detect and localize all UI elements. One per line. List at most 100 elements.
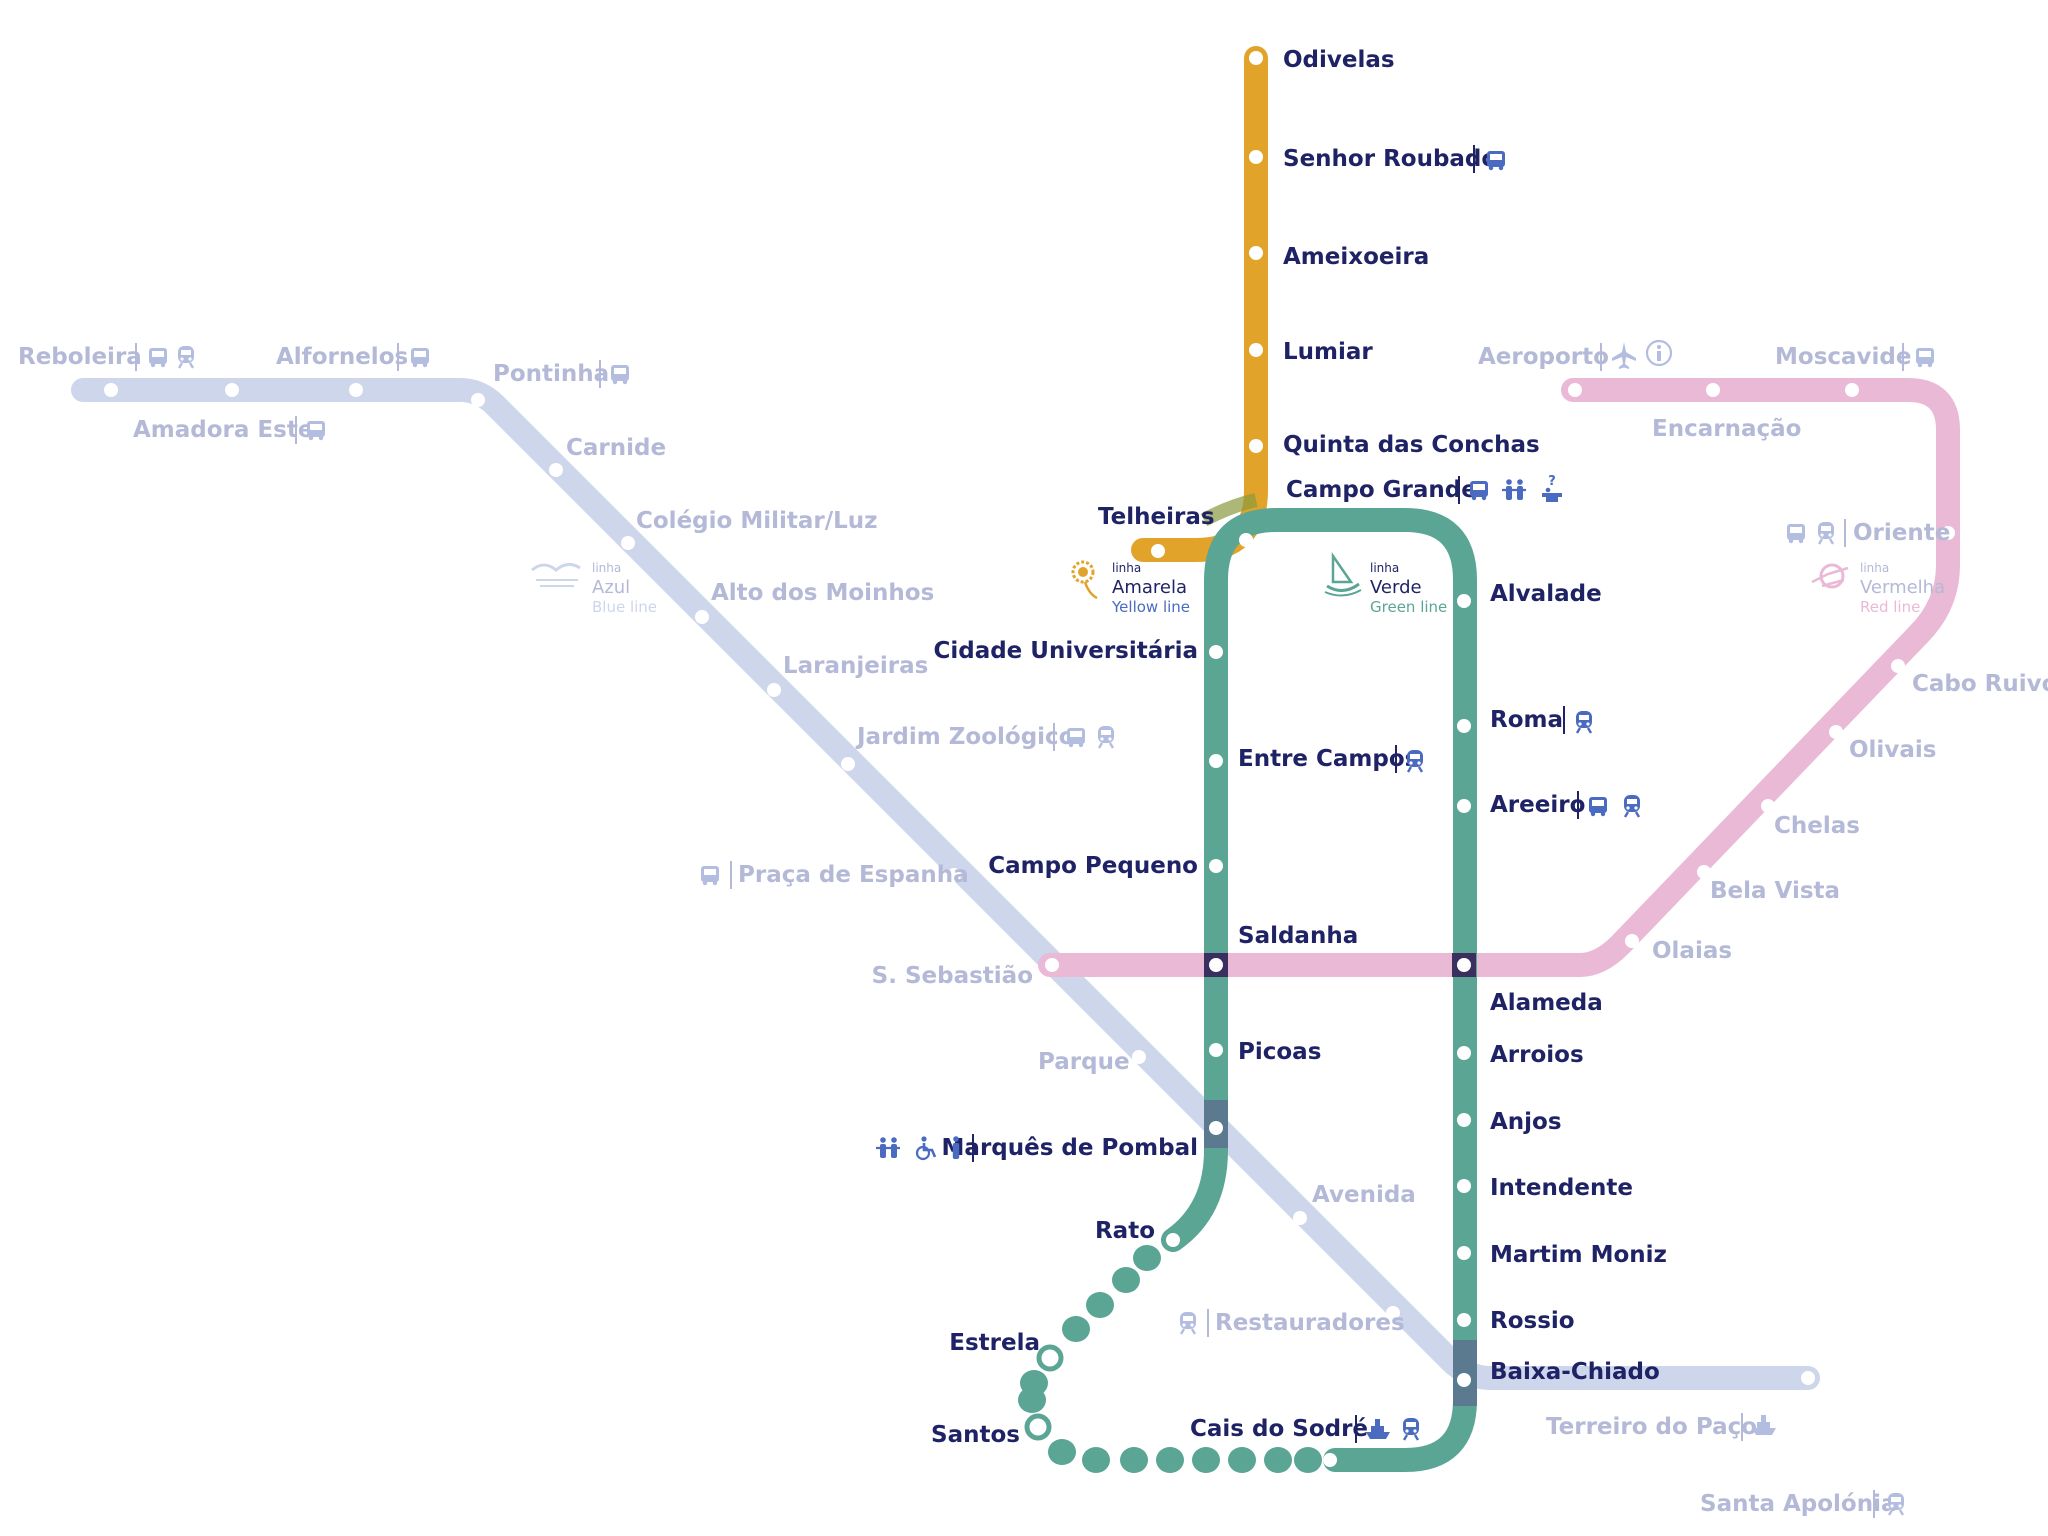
train-icon: [1401, 1416, 1421, 1442]
station-pontinha[interactable]: Pontinha: [493, 361, 609, 387]
legend-blue-prefix: linha: [592, 561, 621, 575]
station-alto-dos-moinhos[interactable]: Alto dos Moinhos: [711, 580, 934, 606]
station-santa-apolonia[interactable]: Santa Apolónia: [1700, 1491, 1897, 1517]
station-parque[interactable]: Parque: [1038, 1049, 1130, 1075]
station-odivelas[interactable]: Odivelas: [1283, 47, 1395, 73]
station-areeiro[interactable]: Areeiro: [1490, 792, 1585, 818]
station-restauradores[interactable]: Restauradores: [1215, 1310, 1405, 1336]
station-encarnacao[interactable]: Encarnação: [1652, 416, 1801, 442]
legend-red-line: linha Vermelha Red line: [1811, 561, 1945, 616]
station-campo-pequeno[interactable]: Campo Pequeno: [988, 853, 1198, 879]
train-icon: [176, 344, 196, 370]
person-icon: [952, 1136, 960, 1159]
station-dot: [1628, 1411, 1642, 1425]
station-dot: [1761, 799, 1775, 813]
station-rato[interactable]: Rato: [1095, 1218, 1155, 1244]
station-dot: [1829, 725, 1843, 739]
station-campo-grande[interactable]: Campo Grande: [1286, 477, 1477, 503]
future-station-ring: [1024, 1413, 1052, 1441]
station-dot: [695, 610, 709, 624]
green-extension-dot: [1264, 1447, 1292, 1473]
green-line: [1161, 508, 1477, 1472]
green-extension-dot: [1082, 1447, 1110, 1473]
station-senhor-roubado[interactable]: Senhor Roubado: [1283, 146, 1497, 172]
station-dot: [1293, 1211, 1307, 1225]
station-dot: [1706, 383, 1720, 397]
bus-icon: [1787, 524, 1805, 544]
legend-yellow-line: linha Amarela Yellow line: [1071, 560, 1190, 616]
station-dot: [1457, 1113, 1471, 1127]
station-dot: [1801, 1371, 1815, 1385]
station-rossio[interactable]: Rossio: [1490, 1308, 1575, 1334]
station-chelas[interactable]: Chelas: [1774, 813, 1860, 839]
station-santos[interactable]: Santos: [931, 1422, 1020, 1448]
station-terreiro-do-paco[interactable]: Terreiro do Paço: [1546, 1414, 1757, 1440]
station-alameda[interactable]: Alameda: [1490, 990, 1603, 1016]
station-praca-de-espanha[interactable]: Praça de Espanha: [738, 862, 969, 888]
station-dot: [1209, 859, 1223, 873]
station-alfornelos[interactable]: Alfornelos: [276, 344, 408, 370]
station-roma[interactable]: Roma: [1490, 707, 1563, 733]
station-ameixoeira[interactable]: Ameixoeira: [1283, 244, 1429, 270]
station-dot: [1457, 1179, 1471, 1193]
station-arroios[interactable]: Arroios: [1490, 1042, 1584, 1068]
station-labels: Odivelas Senhor Roubado Ameixoeira Lumia…: [18, 47, 2048, 1517]
station-colegio-militar[interactable]: Colégio Militar/Luz: [636, 508, 878, 534]
station-telheiras[interactable]: Telheiras: [1098, 504, 1215, 530]
green-extension-dot: [1062, 1316, 1090, 1342]
station-dot: [1697, 865, 1711, 879]
station-olaias[interactable]: Olaias: [1652, 938, 1732, 964]
station-baixa-chiado[interactable]: Baixa-Chiado: [1490, 1359, 1660, 1385]
station-alvalade[interactable]: Alvalade: [1490, 581, 1602, 607]
station-markers: [104, 51, 1955, 1467]
station-laranjeiras[interactable]: Laranjeiras: [783, 653, 928, 679]
station-anjos[interactable]: Anjos: [1490, 1109, 1562, 1135]
station-moscavide[interactable]: Moscavide: [1775, 344, 1911, 370]
station-s-sebastiao[interactable]: S. Sebastião: [872, 963, 1033, 989]
green-extension-dot: [1228, 1447, 1256, 1473]
legend-yellow-english: Yellow line: [1111, 598, 1190, 616]
station-martim-moniz[interactable]: Martim Moniz: [1490, 1242, 1667, 1268]
station-jardim-zoologico[interactable]: Jardim Zoológico: [855, 724, 1075, 750]
station-lumiar[interactable]: Lumiar: [1283, 339, 1373, 365]
ferry-icon: [1366, 1419, 1390, 1439]
station-cabo-ruivo[interactable]: Cabo Ruivo: [1912, 671, 2048, 697]
station-estrela[interactable]: Estrela: [949, 1330, 1040, 1356]
station-dot: [1323, 1453, 1337, 1467]
information-icon: [1645, 339, 1673, 367]
station-marques-de-pombal[interactable]: Marquês de Pombal: [942, 1135, 1198, 1161]
station-picoas[interactable]: Picoas: [1238, 1039, 1321, 1065]
station-intendente[interactable]: Intendente: [1490, 1175, 1633, 1201]
station-dot: [1386, 1306, 1400, 1320]
station-carnide[interactable]: Carnide: [566, 435, 666, 461]
station-saldanha[interactable]: Saldanha: [1238, 923, 1358, 949]
station-bela-vista[interactable]: Bela Vista: [1710, 878, 1840, 904]
station-dot: [1209, 754, 1223, 768]
station-amadora-este[interactable]: Amadora Este: [133, 417, 313, 443]
legend-green-name: Verde: [1370, 577, 1422, 598]
station-reboleira[interactable]: Reboleira: [18, 344, 142, 370]
station-dot: [1249, 150, 1263, 164]
bus-icon: [611, 365, 629, 385]
station-dot: [549, 463, 563, 477]
station-aeroporto[interactable]: Aeroporto: [1478, 344, 1609, 370]
station-dot: [1151, 544, 1165, 558]
station-entre-campos[interactable]: Entre Campos: [1238, 746, 1418, 772]
station-dot: [1941, 526, 1955, 540]
station-oriente[interactable]: Oriente: [1853, 520, 1950, 546]
station-dot: [1209, 1043, 1223, 1057]
station-avenida[interactable]: Avenida: [1312, 1182, 1416, 1208]
station-dot: [1132, 1050, 1146, 1064]
sunflower-icon: [1071, 560, 1098, 600]
green-extension-dot: [1294, 1447, 1322, 1473]
station-cidade-universitaria[interactable]: Cidade Universitária: [933, 638, 1198, 664]
station-cais-do-sodre[interactable]: Cais do Sodré: [1190, 1416, 1368, 1442]
green-line-extension-dots: [1018, 1245, 1322, 1473]
station-quinta-das-conchas[interactable]: Quinta das Conchas: [1283, 432, 1540, 458]
station-olivais[interactable]: Olivais: [1849, 737, 1936, 763]
bus-icon: [1916, 348, 1934, 368]
station-dot: [1457, 1246, 1471, 1260]
station-dot: [841, 757, 855, 771]
station-dot: [1891, 659, 1905, 673]
